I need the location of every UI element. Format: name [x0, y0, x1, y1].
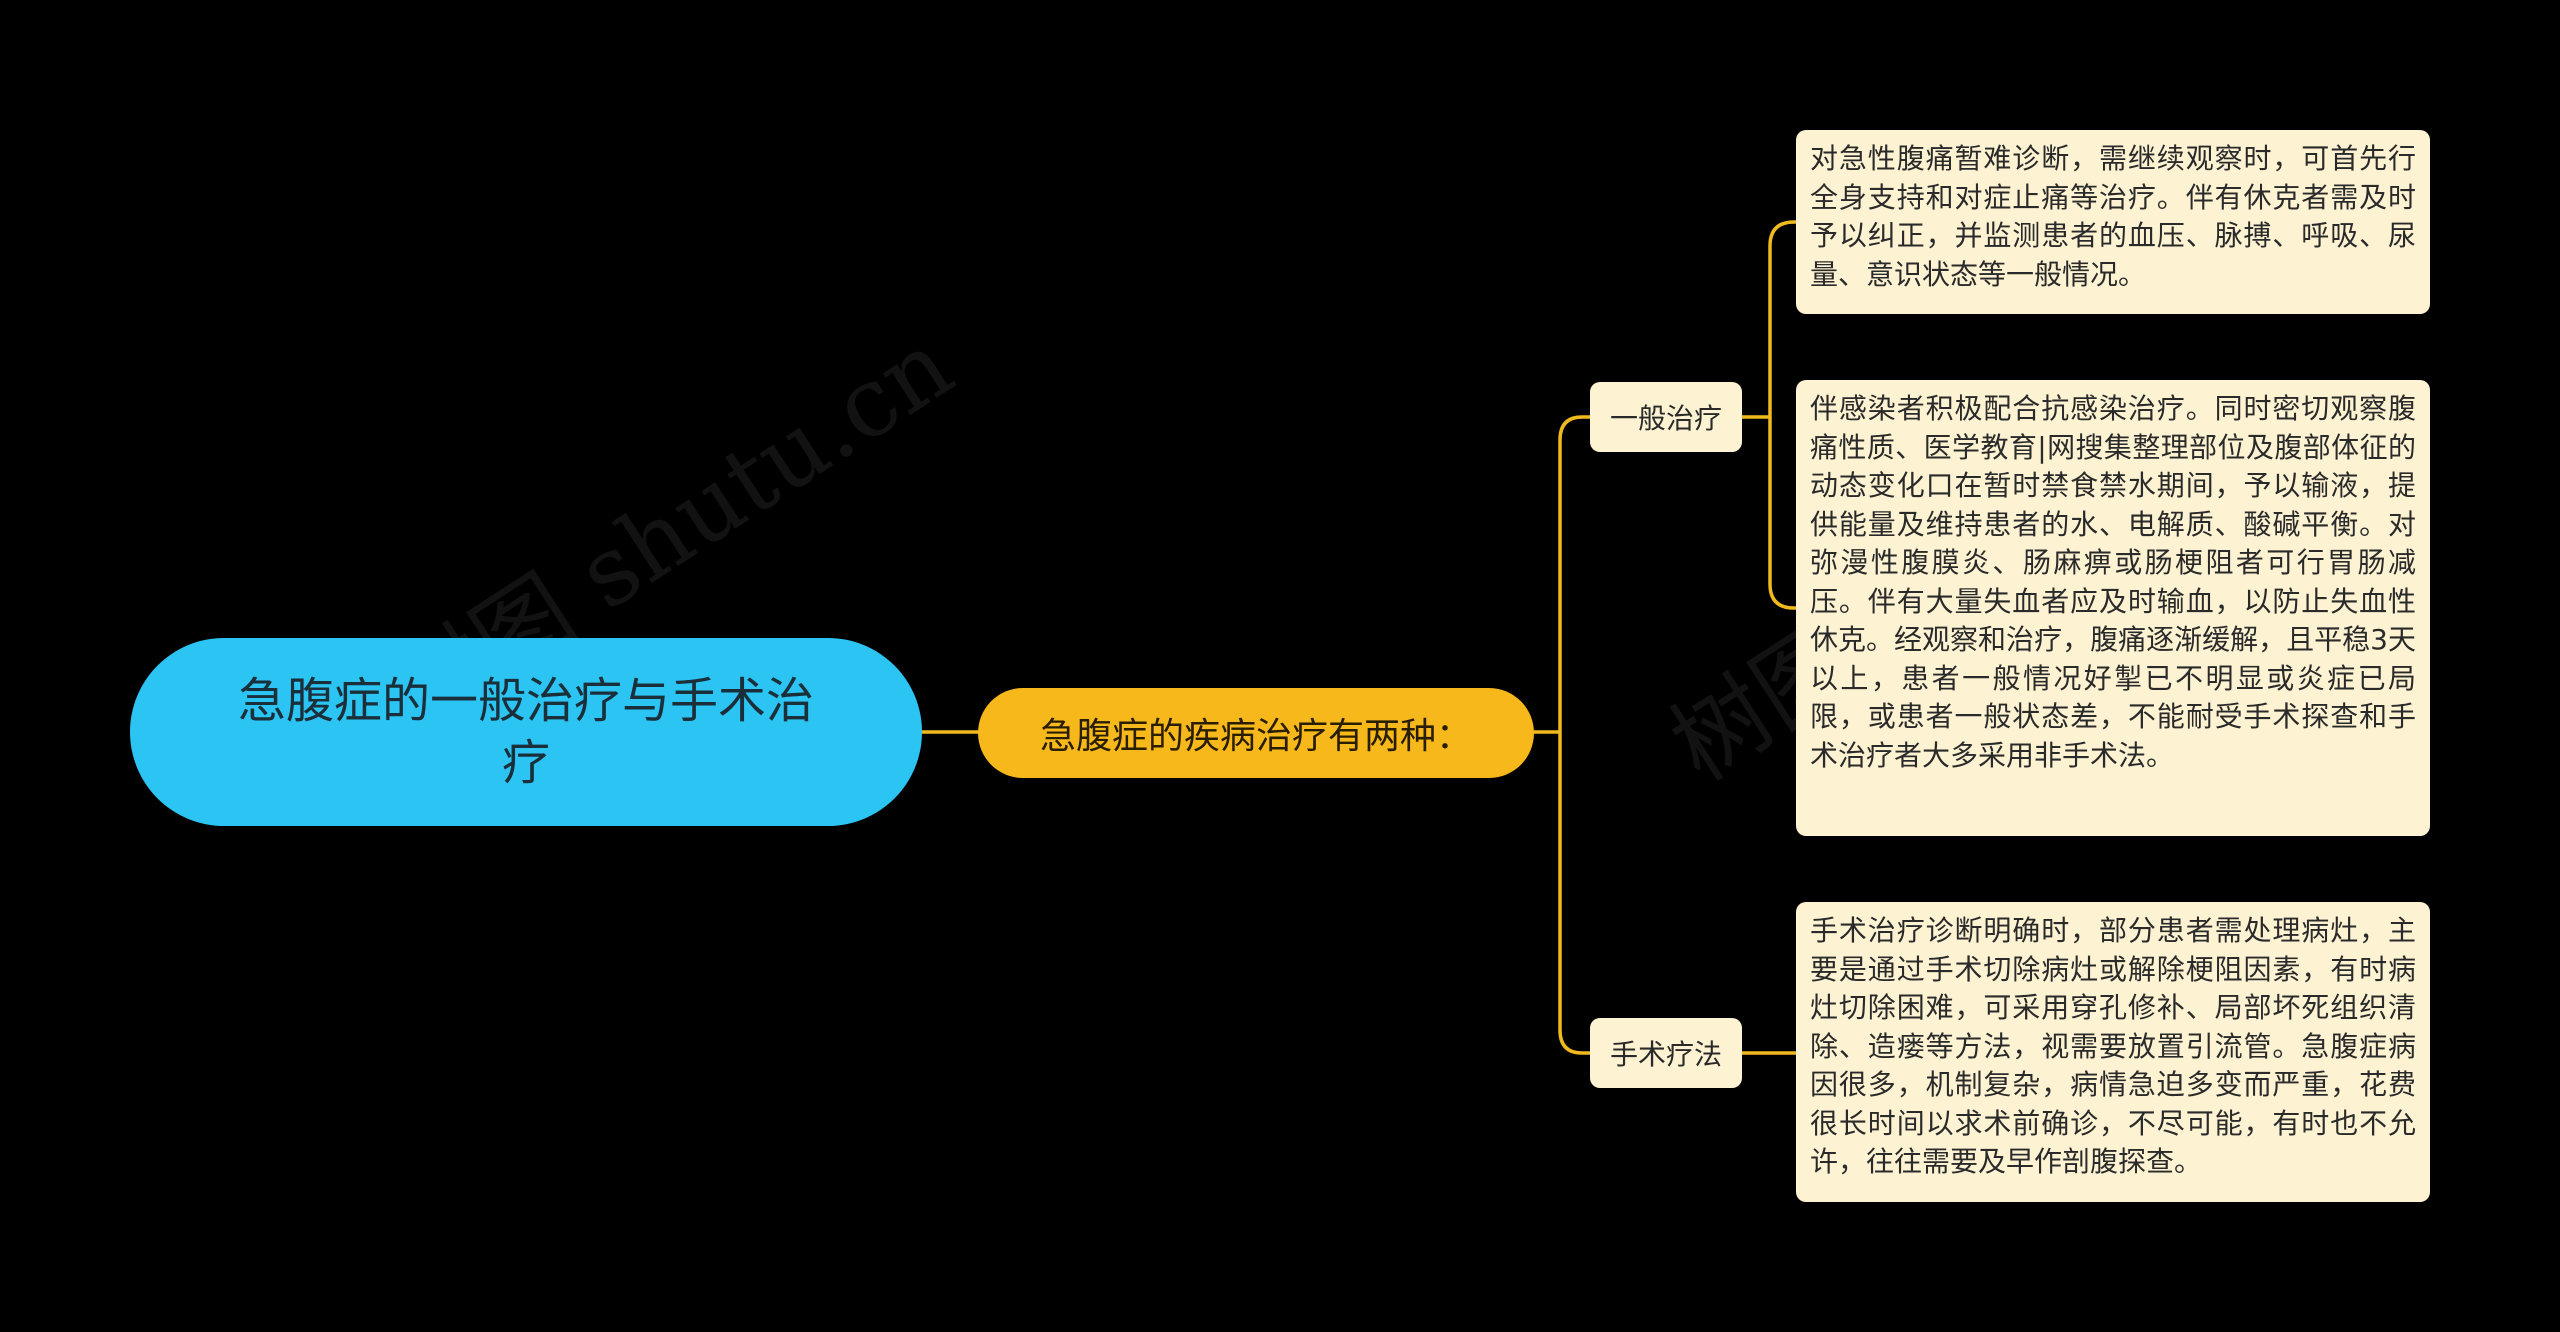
leaf-card-surgery[interactable]: 手术治疗诊断明确时，部分患者需处理病灶，主要是通过手术切除病灶或解除梗阻因素，有… — [1796, 902, 2430, 1202]
leaf-card-observation[interactable]: 对急性腹痛暂难诊断，需继续观察时，可首先行全身支持和对症止痛等治疗。伴有休克者需… — [1796, 130, 2430, 314]
branch-node-general-treatment[interactable]: 一般治疗 — [1590, 382, 1742, 452]
connector-branch1-leaves — [1740, 220, 1798, 610]
leaf-card-text: 伴感染者积极配合抗感染治疗。同时密切观察腹痛性质、医学教育|网搜集整理部位及腹部… — [1810, 392, 2416, 772]
leaf-card-text: 手术治疗诊断明确时，部分患者需处理病灶，主要是通过手术切除病灶或解除梗阻因素，有… — [1810, 914, 2416, 1178]
root-node-label: 急腹症的一般治疗与手术治疗 — [237, 673, 814, 791]
branch-node-surgery[interactable]: 手术疗法 — [1590, 1018, 1742, 1088]
leaf-card-infection[interactable]: 伴感染者积极配合抗感染治疗。同时密切观察腹痛性质、医学教育|网搜集整理部位及腹部… — [1796, 380, 2430, 836]
branch-node-label: 手术疗法 — [1609, 1038, 1722, 1071]
leaf-card-text: 对急性腹痛暂难诊断，需继续观察时，可首先行全身支持和对症止痛等治疗。伴有休克者需… — [1810, 142, 2416, 291]
mid-node-label: 急腹症的疾病治疗有两种： — [1039, 716, 1472, 757]
connector-mid-branches — [1532, 415, 1592, 1055]
mid-node[interactable]: 急腹症的疾病治疗有两种： — [978, 688, 1534, 778]
root-node[interactable]: 急腹症的一般治疗与手术治疗 — [130, 638, 922, 826]
branch-node-label: 一般治疗 — [1609, 402, 1722, 435]
